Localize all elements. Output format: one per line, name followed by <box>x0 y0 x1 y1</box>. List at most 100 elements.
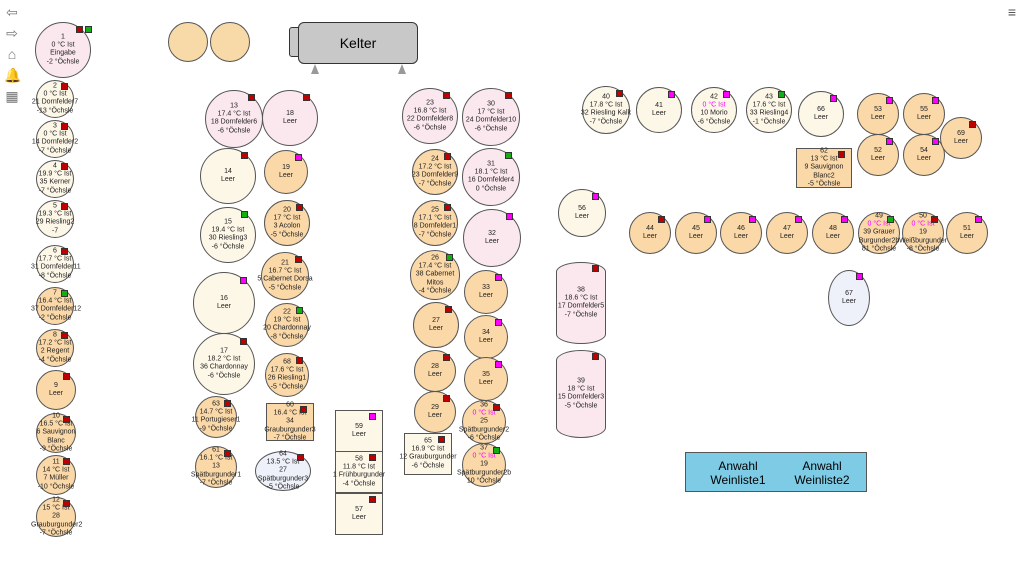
back-icon[interactable]: ⇦ <box>6 4 18 20</box>
hamburger-menu-icon[interactable]: ≡ <box>1007 4 1016 20</box>
status-flag-icon <box>241 152 248 159</box>
bell-icon[interactable]: 🔔 <box>4 67 22 83</box>
winelist2-button[interactable]: Anwahl Weinliste2 <box>794 459 850 487</box>
status-flag-icon <box>886 138 893 145</box>
forward-icon[interactable]: ⇨ <box>6 25 18 41</box>
tank-info-line: -13 °Öchsle <box>36 107 74 115</box>
home-icon[interactable]: ⌂ <box>7 46 17 62</box>
winelist1-button[interactable]: Anwahl Weinliste1 <box>710 459 766 487</box>
tank-info-line: -7 °Öchsle <box>273 434 307 442</box>
tank-number: 12 <box>52 496 60 504</box>
status-flag-icon <box>592 353 599 360</box>
kelter-press[interactable]: Kelter <box>298 22 418 64</box>
status-flag-icon <box>444 204 451 211</box>
status-flag-icon <box>63 373 70 380</box>
tank-info-primary: 18.6 °C Ist <box>564 294 598 302</box>
tank-info-line: 19 <box>480 460 488 468</box>
tank-number: 39 <box>577 377 585 385</box>
tank-info-line: 30 Riesling3 <box>208 235 248 242</box>
tank-number: 21 <box>281 259 289 267</box>
status-flag-icon <box>975 216 982 223</box>
calendar-icon[interactable]: ▦ <box>5 88 19 104</box>
tank-info-line: Spätburgunder1 <box>190 471 242 479</box>
tank-info-primary: Leer <box>574 213 589 220</box>
tank-number: 16 <box>220 294 228 302</box>
